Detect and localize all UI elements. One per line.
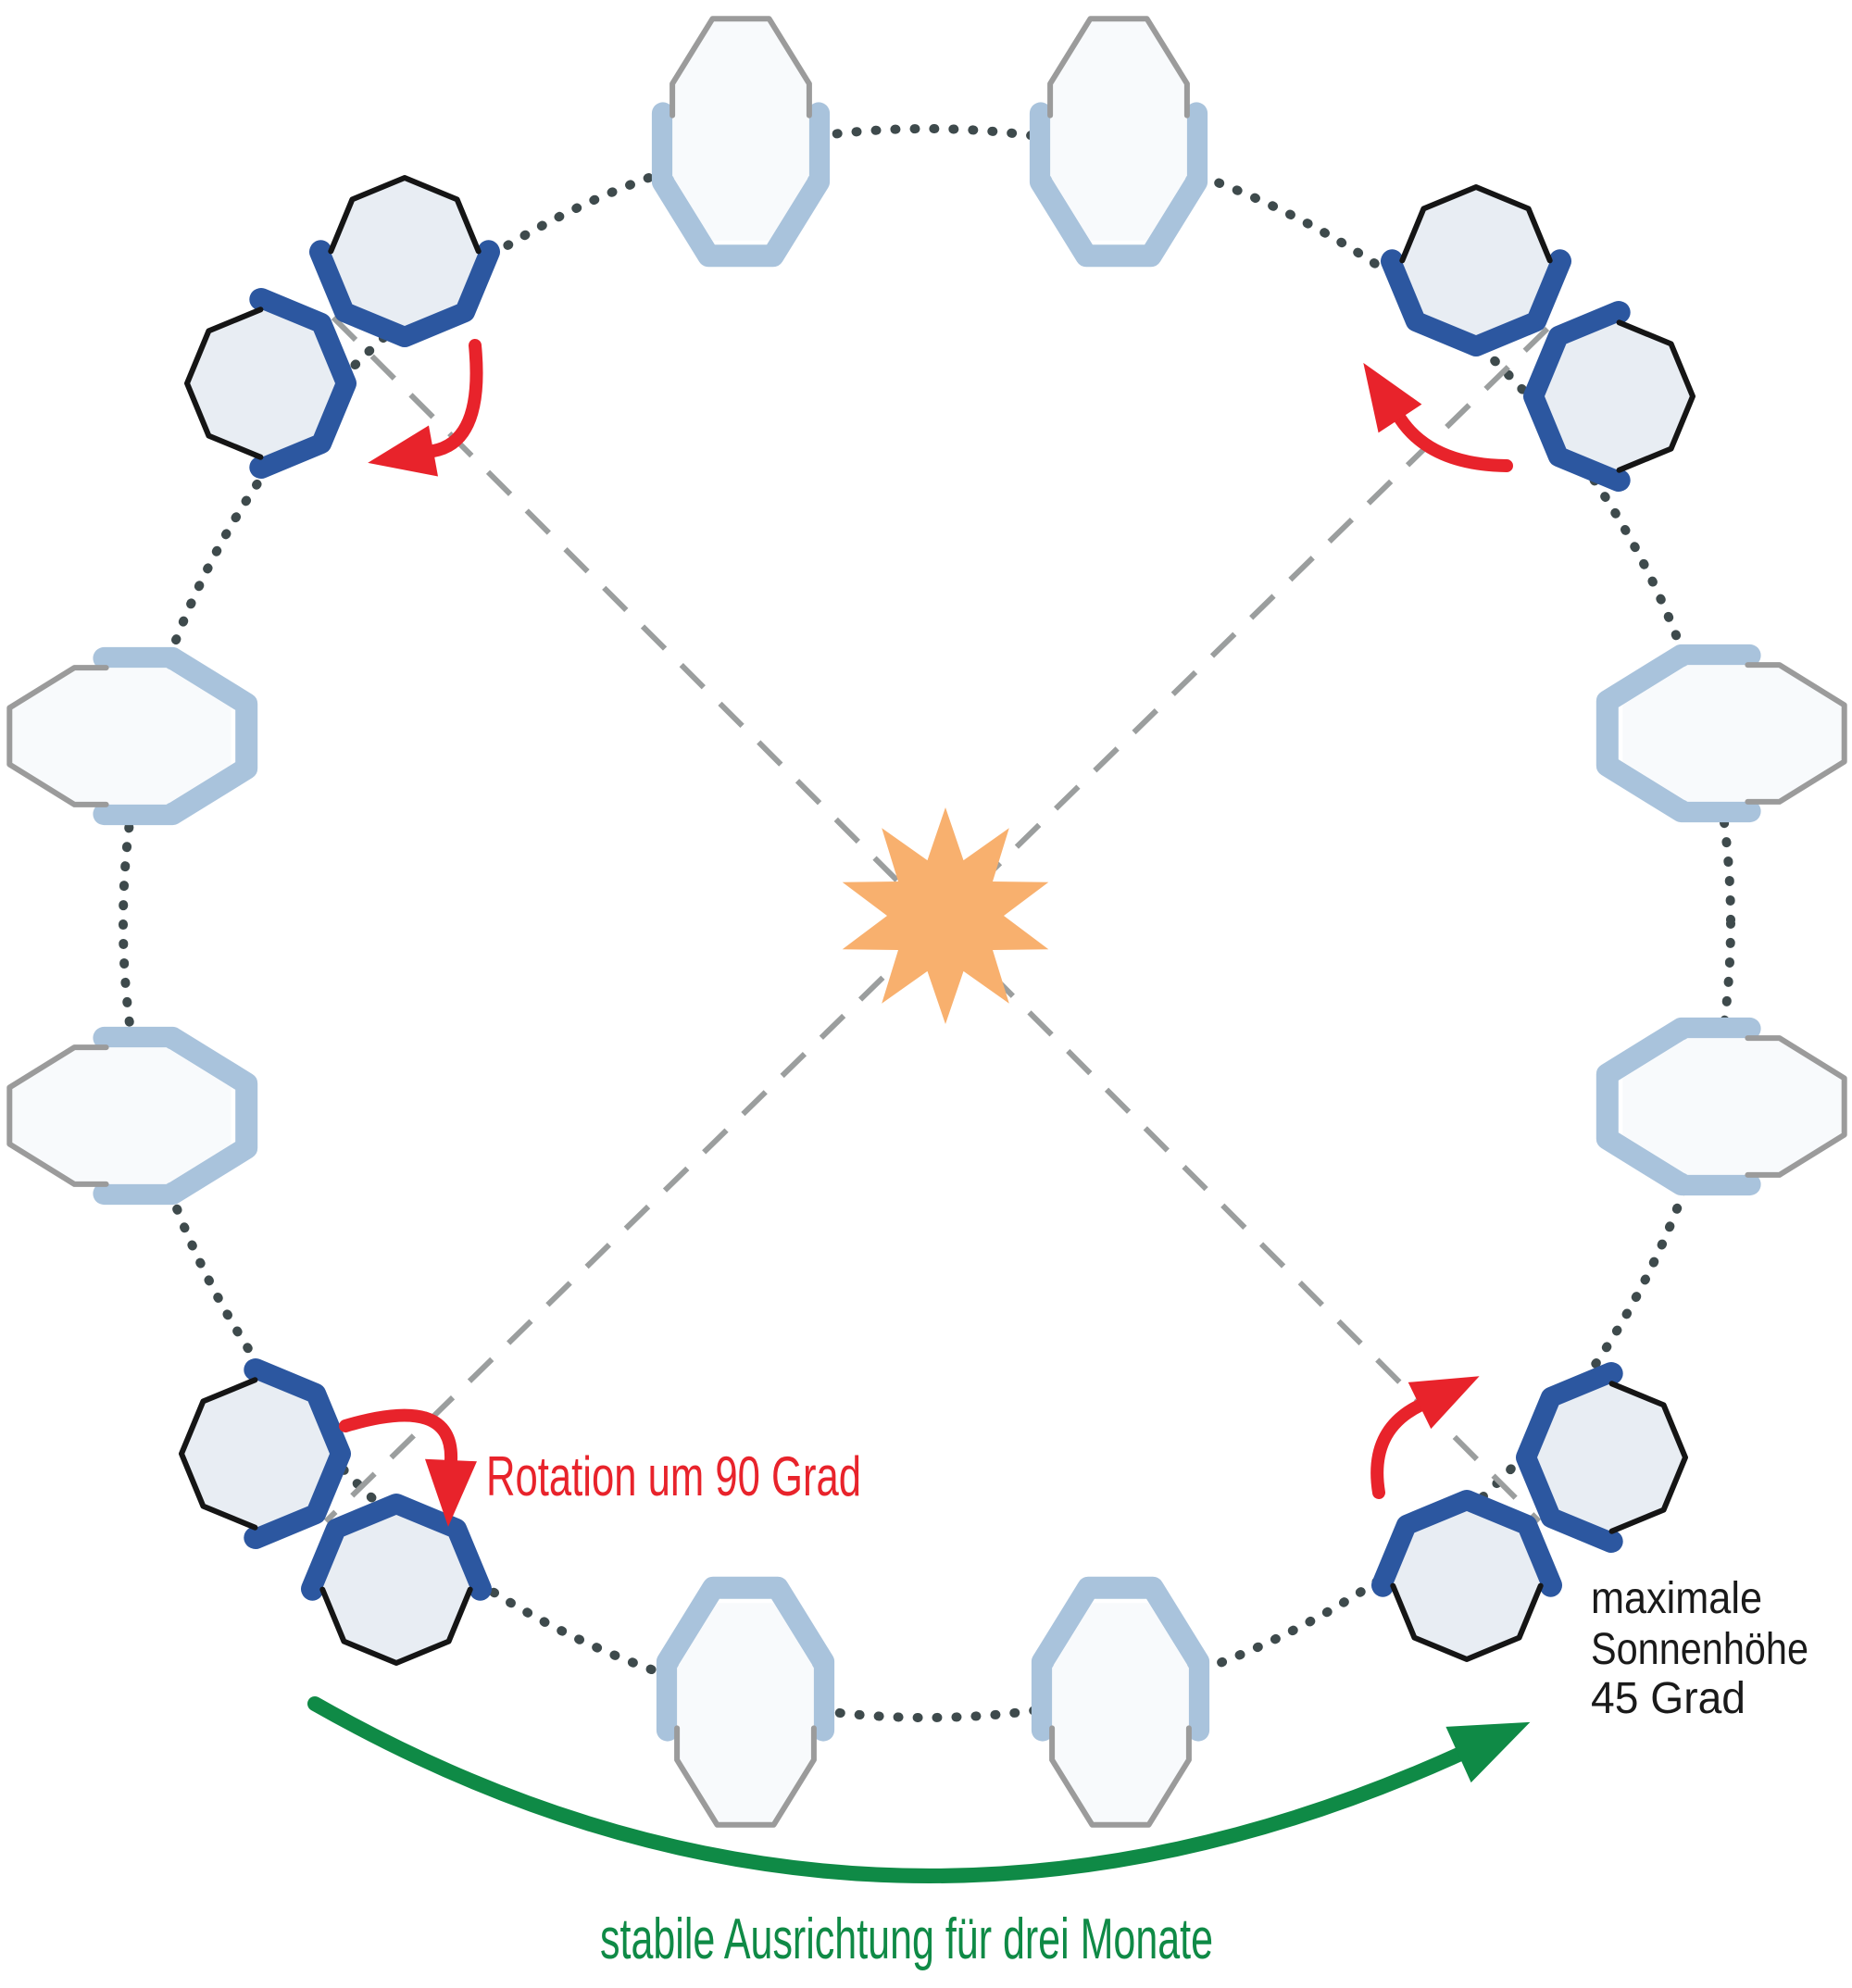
spacecraft-outline [674, 1725, 817, 1828]
spacecraft-body [9, 1047, 232, 1184]
rotation-90deg-arrow-se [1370, 1399, 1426, 1499]
sun-shield-side [1029, 102, 1208, 268]
sun-direction-dashed-line [331, 315, 1542, 1524]
sun-shield-side [1595, 1017, 1761, 1196]
spacecraft-octagon-sw-after [301, 1494, 492, 1666]
spacecraft-body [1393, 1511, 1541, 1659]
spacecraft-outline [1608, 1381, 1688, 1534]
spacecraft-outline [184, 306, 264, 460]
spacecraft-octagon-n-right [1029, 16, 1208, 268]
spacecraft-octagon-w-bottom [6, 1026, 258, 1206]
spacecraft-outline [319, 1586, 473, 1666]
spacecraft-outline [669, 16, 812, 119]
rotation-90deg-arrow-ne-head [1363, 362, 1422, 433]
stable-orientation-arc-arrow-head [1445, 1721, 1531, 1783]
stable-orientation-label: stabile Ausrichtung für drei Monate [600, 1907, 1213, 1971]
spacecraft-outline [1745, 1035, 1847, 1178]
rotation-90deg-arrow-nw [427, 339, 483, 457]
max-sun-elevation-line2: Sonnenhöhe [1591, 1625, 1808, 1674]
spacecraft-body [1402, 187, 1550, 335]
sun-shield-side [301, 1494, 492, 1601]
diagram-shapes [6, 16, 1847, 1883]
sun-shield-side [1516, 1362, 1623, 1553]
sun-shield-side [1381, 249, 1571, 356]
spacecraft-body [677, 1603, 814, 1825]
sun-shield-side [244, 1358, 351, 1549]
sun-shield-side [93, 646, 258, 826]
sun-shield-side [1031, 1576, 1210, 1742]
sun-shield-side [651, 102, 831, 268]
sun-direction-dashed-line [323, 326, 1550, 1524]
rotation-label: Rotation um 90 Grad [486, 1445, 861, 1507]
sun-shield-side [1371, 1490, 1562, 1597]
sun-shield-side [249, 288, 357, 479]
spacecraft-body [1537, 1383, 1685, 1532]
sun-shield-side [1595, 644, 1761, 823]
rotation-90deg-arrow-ne [1394, 412, 1513, 472]
spacecraft-body [1052, 1603, 1189, 1825]
spacecraft-octagon-e-bottom [1595, 1017, 1847, 1196]
spacecraft-octagon-n-left [651, 16, 831, 268]
spacecraft-outline [1616, 319, 1696, 473]
spacecraft-body [181, 1380, 330, 1528]
spacecraft-body [672, 19, 809, 241]
spacecraft-body [187, 309, 335, 457]
spacecraft-outline [6, 665, 109, 807]
rotation-90deg-arrow-sw [339, 1408, 458, 1467]
spacecraft-octagon-s-left [656, 1576, 835, 1828]
spacecraft-outline [328, 175, 482, 255]
rotation-90deg-arrow-nw-head [368, 425, 438, 477]
sun-shield-side [1523, 301, 1631, 492]
spacecraft-octagon-nw-before [184, 288, 357, 479]
spacecraft-octagon-w-top [6, 646, 258, 826]
spacecraft-octagon-s-right [1031, 1576, 1210, 1828]
spacecraft-body [9, 668, 232, 805]
spacecraft-body [1545, 322, 1693, 470]
sun-shield-side [93, 1026, 258, 1206]
max-sun-elevation-line3: 45 Grad [1591, 1674, 1746, 1723]
spacecraft-octagon-ne-after [1381, 184, 1571, 356]
spacecraft-body [1622, 1038, 1845, 1175]
spacecraft-outline [1047, 16, 1190, 119]
spacecraft-body [1622, 665, 1845, 802]
spacecraft-outline [6, 1044, 109, 1187]
spacecraft-octagon-sw-before [179, 1358, 351, 1549]
sun-icon [842, 807, 1049, 1024]
spacecraft-outline [1390, 1582, 1544, 1662]
spacecraft-octagon-e-top [1595, 644, 1847, 823]
spacecraft-octagon-se-before [1516, 1362, 1688, 1553]
rotation-90deg-arrow-se-head [1408, 1376, 1480, 1430]
sun-shield-side [656, 1576, 835, 1742]
spacecraft-body [1050, 19, 1187, 241]
sun-shield-side [309, 240, 500, 347]
stable-orientation-arc-arrow [307, 1696, 1466, 1883]
spacecraft-octagon-se-after [1371, 1490, 1562, 1662]
spacecraft-octagon-nw-after [309, 175, 500, 347]
spacecraft-body [331, 178, 479, 326]
max-sun-elevation-line1: maximale [1591, 1574, 1762, 1623]
spacecraft-outline [1745, 662, 1847, 805]
spacecraft-outline [179, 1377, 258, 1531]
spacecraft-outline [1399, 184, 1553, 264]
rotation-90deg-arrow-sw-head [425, 1458, 477, 1527]
spacecraft-outline [1049, 1725, 1192, 1828]
spacecraft-body [322, 1515, 470, 1663]
orbit-path [119, 124, 1735, 1722]
spacecraft-octagon-ne-before [1523, 301, 1696, 492]
